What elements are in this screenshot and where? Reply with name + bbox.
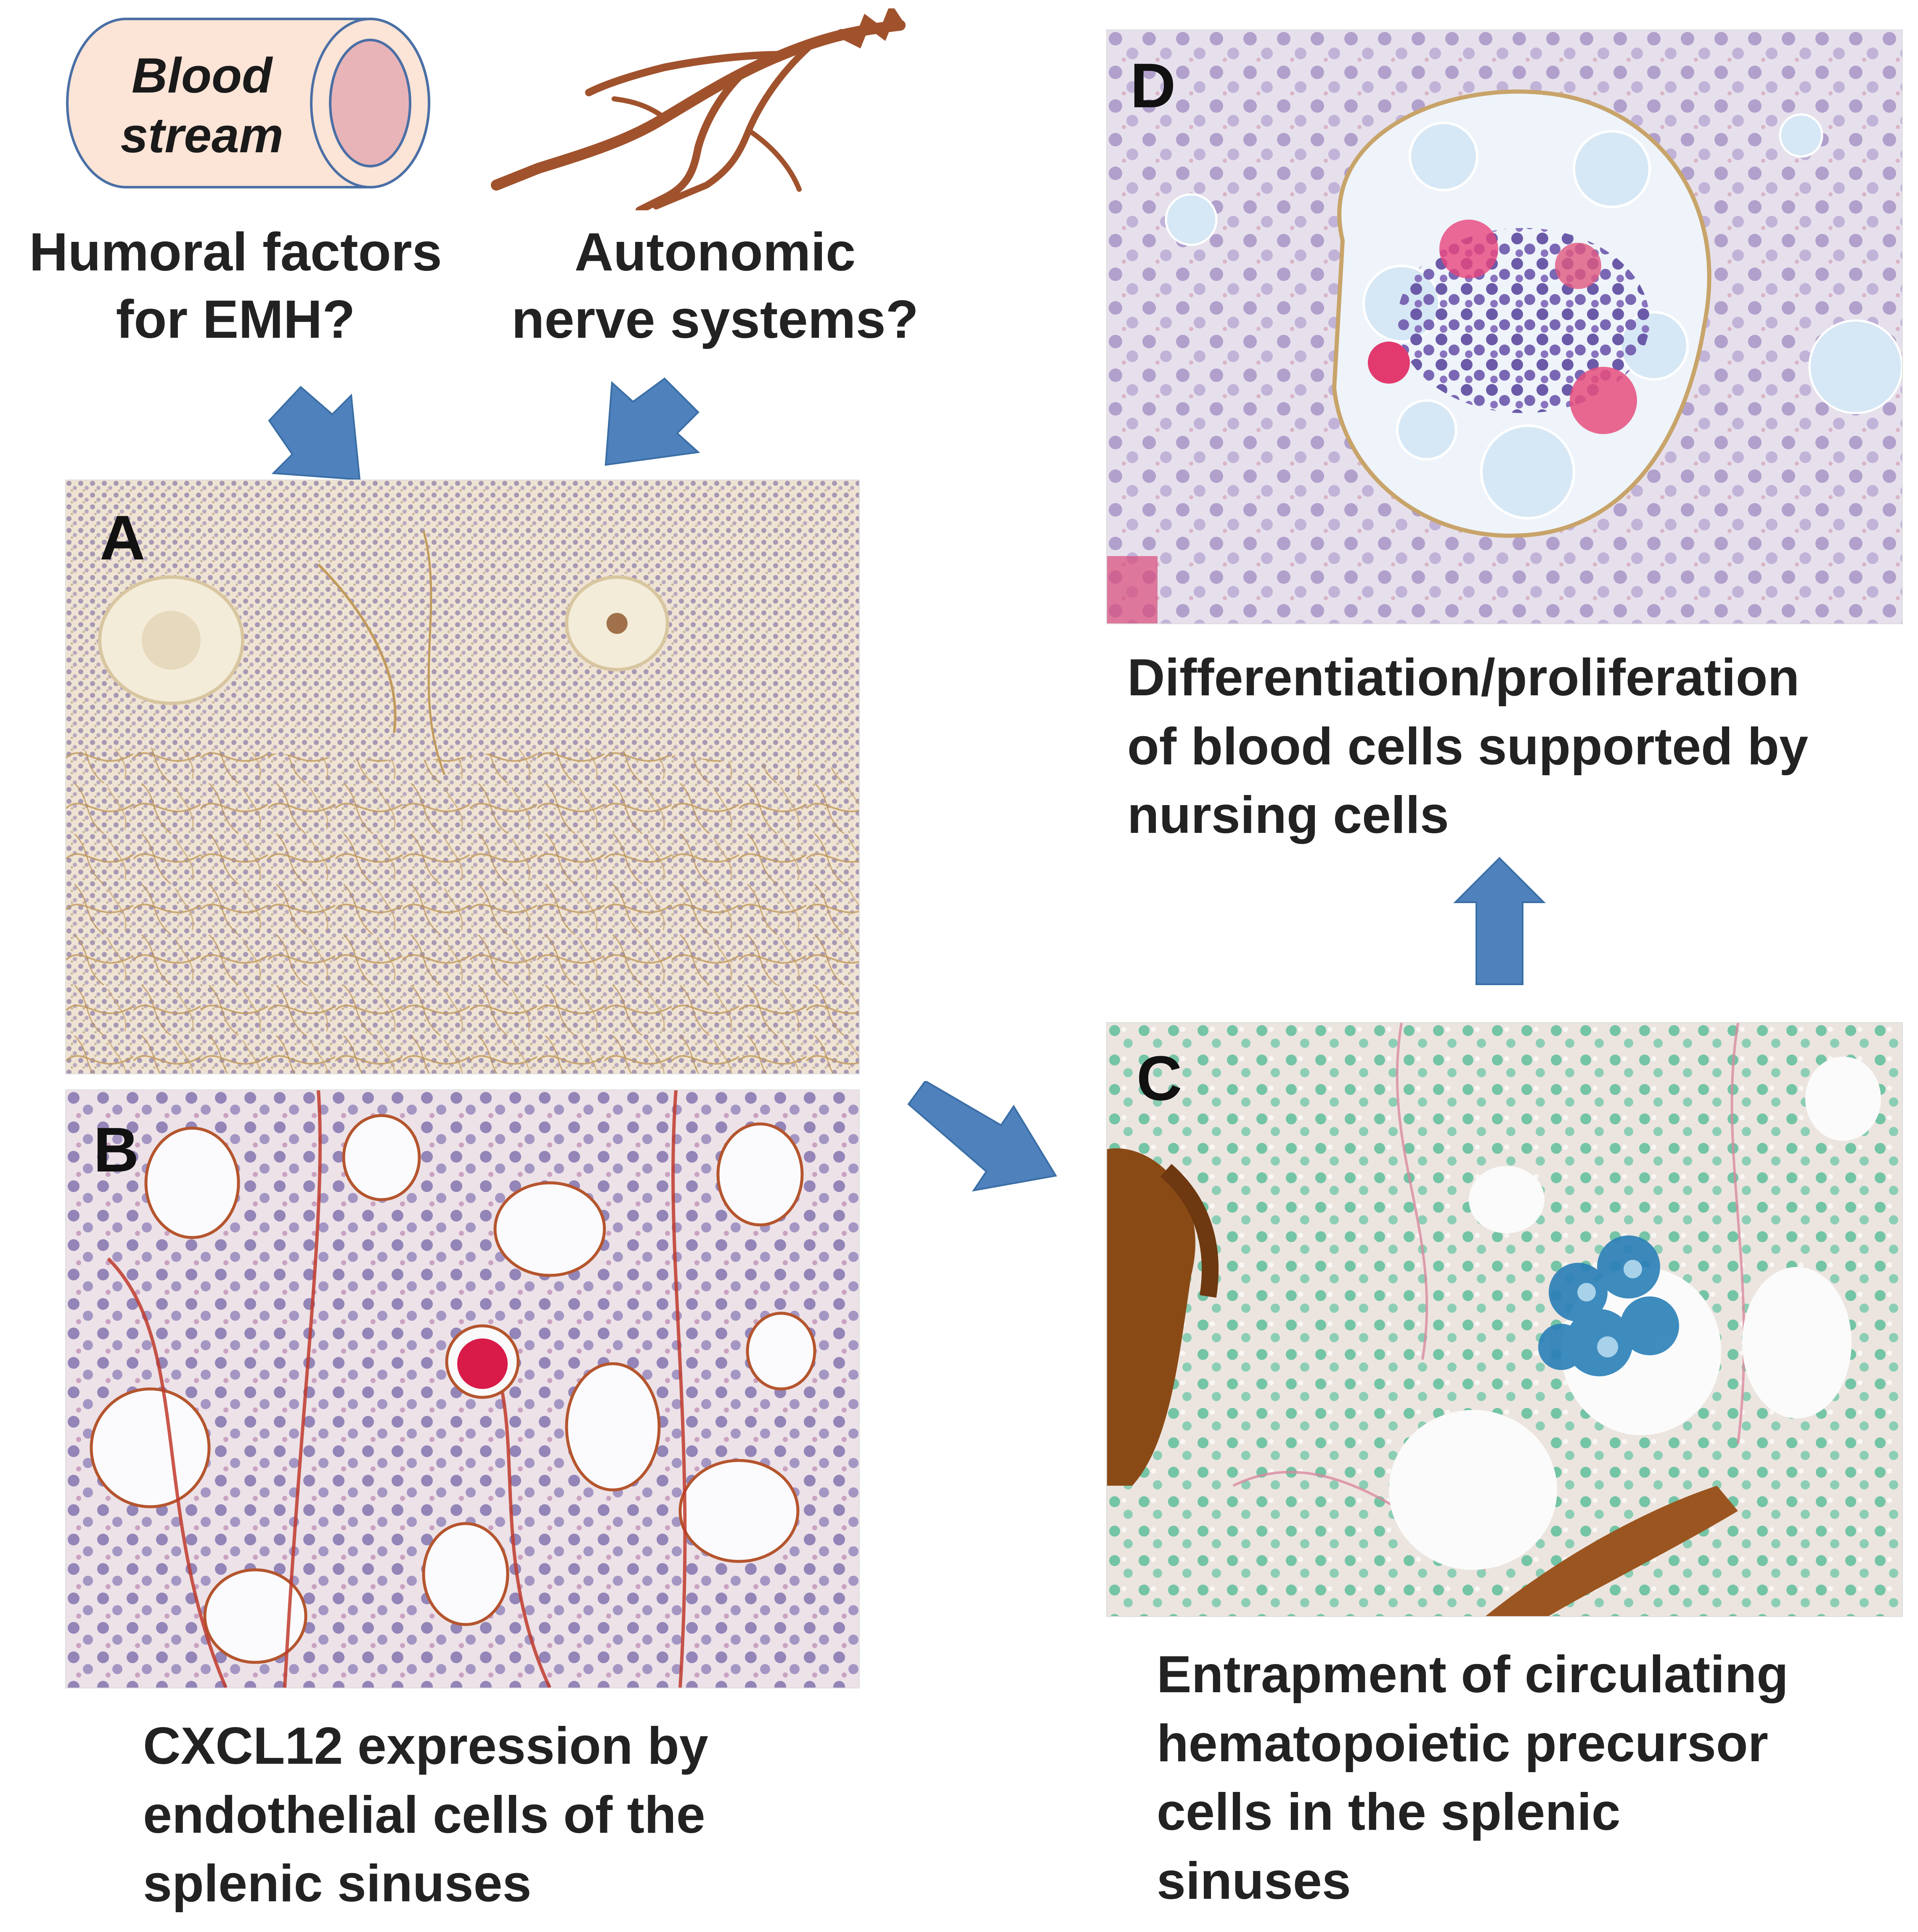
caption-c-line1: Entrapment of circulating bbox=[1157, 1646, 1788, 1704]
panel-a-letter: A bbox=[100, 502, 146, 573]
caption-b-line3: splenic sinuses bbox=[143, 1855, 532, 1913]
blood-stream-line1: Blood bbox=[131, 48, 273, 103]
arrow-c-to-d-icon bbox=[1449, 854, 1550, 989]
caption-cxcl12: CXCL12 expression by endothelial cells o… bbox=[143, 1712, 858, 1919]
caption-d-line1: Differentiation/proliferation bbox=[1127, 649, 1800, 707]
caption-c-line4: sinuses bbox=[1157, 1852, 1351, 1911]
humoral-line1: Humoral factors bbox=[29, 222, 442, 282]
caption-c-line3: cells in the splenic bbox=[1157, 1783, 1621, 1842]
panel-c-letter: C bbox=[1136, 1043, 1182, 1113]
caption-d-line2: of blood cells supported by bbox=[1127, 717, 1808, 776]
humoral-factors-label: Humoral factors for EMH? bbox=[4, 219, 467, 353]
panel-d-letter: D bbox=[1130, 50, 1176, 121]
autonomic-nerve-label: Autonomic nerve systems? bbox=[484, 219, 946, 353]
caption-b-line1: CXCL12 expression by bbox=[143, 1717, 708, 1775]
caption-b-line2: endothelial cells of the bbox=[143, 1786, 705, 1844]
caption-c-line2: hematopoietic precursor bbox=[1157, 1714, 1768, 1773]
caption-differentiation: Differentiation/proliferation of blood c… bbox=[1127, 644, 1910, 850]
panel-c-image: C bbox=[1106, 1022, 1903, 1617]
arrow-humoral-icon bbox=[261, 379, 370, 484]
caption-entrapment: Entrapment of circulating hematopoietic … bbox=[1157, 1640, 1910, 1916]
blood-stream-line2: stream bbox=[120, 107, 283, 163]
panel-b-image: B bbox=[65, 1089, 860, 1688]
blood-stream-icon: Blood stream bbox=[59, 13, 437, 193]
panel-a-image: A bbox=[65, 480, 860, 1074]
nerve-icon bbox=[488, 3, 909, 214]
autonomic-line1: Autonomic bbox=[574, 222, 856, 282]
arrow-autonomic-icon bbox=[593, 370, 711, 475]
autonomic-line2: nerve systems? bbox=[511, 289, 919, 350]
caption-d-line3: nursing cells bbox=[1127, 786, 1449, 845]
humoral-line2: for EMH? bbox=[116, 289, 355, 350]
panel-b-letter: B bbox=[93, 1114, 139, 1185]
panel-d-image: D bbox=[1106, 29, 1903, 624]
arrow-b-to-c-icon bbox=[904, 1080, 1064, 1199]
